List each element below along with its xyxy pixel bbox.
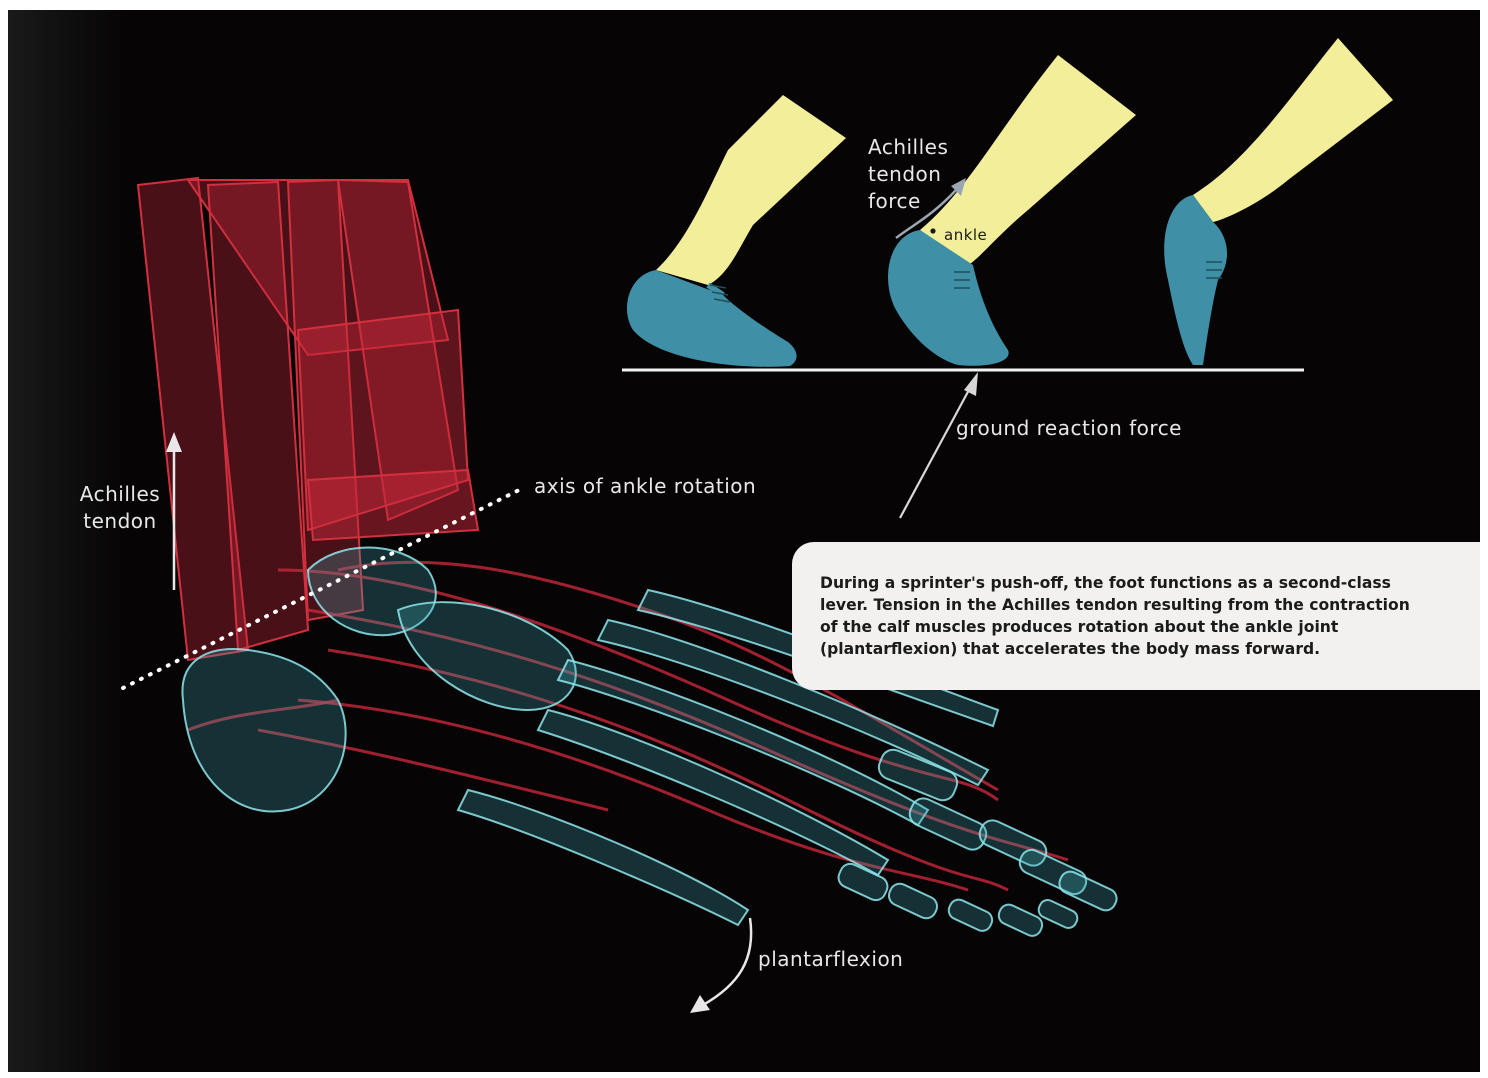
- ground-reaction-force-label: ground reaction force: [956, 415, 1182, 442]
- caption-box: During a sprinter's push-off, the foot f…: [792, 542, 1480, 690]
- ankle-label: ankle: [944, 222, 987, 249]
- plantarflexion-label: plantarflexion: [758, 946, 903, 973]
- achilles-tendon-force-label: Achilles tendon force: [868, 134, 978, 215]
- figure-panel: Achilles tendon axis of ankle rotation A…: [8, 10, 1480, 1072]
- axis-of-rotation-label: axis of ankle rotation: [534, 473, 756, 500]
- foot-anatomy-illustration: [8, 10, 1480, 1072]
- achilles-tendon-label: Achilles tendon: [72, 481, 168, 535]
- caption-text: During a sprinter's push-off, the foot f…: [820, 572, 1420, 660]
